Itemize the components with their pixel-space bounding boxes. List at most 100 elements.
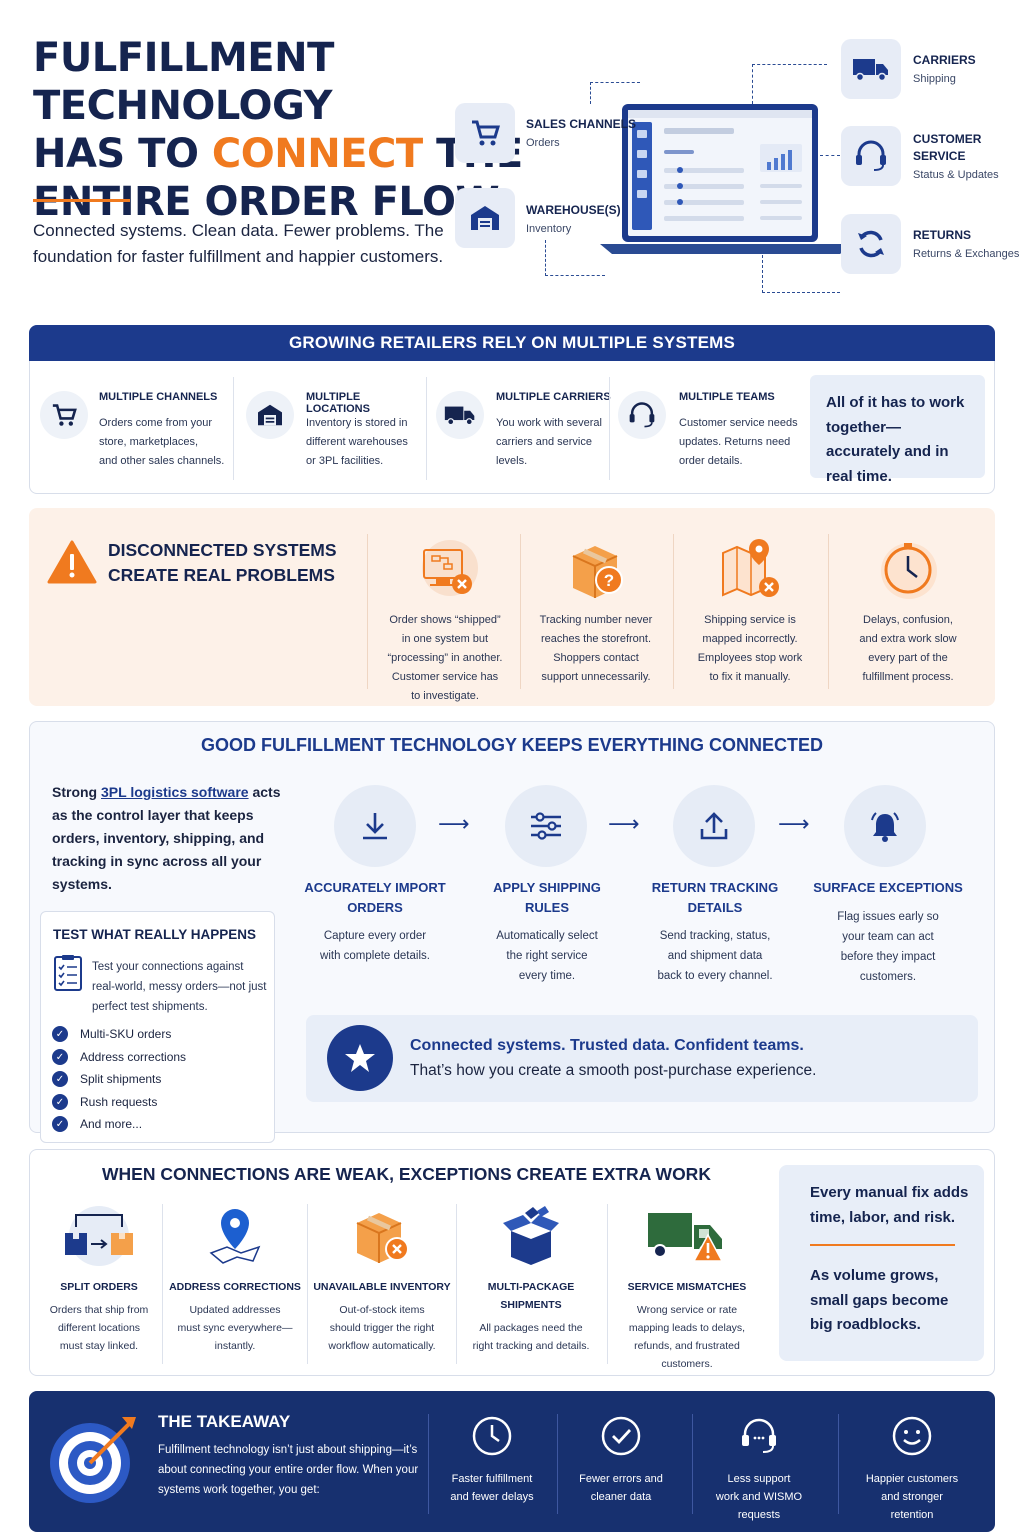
box-question-icon: ? bbox=[572, 546, 623, 598]
customer-service-sub: Status & Updates bbox=[913, 169, 999, 181]
takeaway-item: Fewer errors and cleaner data bbox=[557, 1414, 685, 1506]
check-item: ✓Rush requests bbox=[52, 1092, 252, 1112]
problem-text: Tracking number never bbox=[539, 614, 653, 626]
exception-text: mapping leads to delays, bbox=[628, 1322, 746, 1334]
problems-section bbox=[29, 508, 995, 706]
check-item: ✓And more... bbox=[52, 1114, 252, 1134]
step-text: your team can act bbox=[842, 931, 934, 943]
exception-title: UNAVAILABLE INVENTORY bbox=[313, 1281, 451, 1293]
star-icon bbox=[327, 1025, 393, 1091]
step-title: ACCURATELY IMPORT bbox=[304, 880, 446, 895]
exception-item: UNAVAILABLE INVENTORY Out-of-stock items… bbox=[312, 1202, 452, 1355]
divider bbox=[233, 377, 234, 480]
exception-item: MULTI-PACKAGE SHIPMENTS All packages nee… bbox=[461, 1202, 601, 1355]
exceptions-section bbox=[29, 1149, 995, 1376]
takeaway-item-text: retention bbox=[890, 1509, 934, 1521]
step-text: Automatically select bbox=[496, 930, 598, 942]
problem-item: Order shows “shipped” in one system but … bbox=[370, 535, 520, 706]
step-title: DETAILS bbox=[687, 900, 743, 915]
takeaway-item-text: cleaner data bbox=[590, 1491, 652, 1503]
step-title: ORDERS bbox=[347, 900, 403, 915]
sliders-icon bbox=[531, 812, 561, 840]
systems-item-text: carriers and service bbox=[496, 436, 592, 448]
warning-icon bbox=[47, 540, 97, 589]
step-text: before they impact bbox=[840, 951, 936, 963]
3pl-software-link[interactable]: 3PL logistics software bbox=[101, 784, 249, 800]
systems-item-text: order details. bbox=[679, 455, 743, 467]
exception-item: SPLIT ORDERS Orders that ship from diffe… bbox=[29, 1202, 169, 1355]
problem-text: Shoppers contact bbox=[553, 652, 639, 664]
warehouse-icon bbox=[258, 404, 282, 426]
exception-text: Wrong service or rate bbox=[636, 1304, 738, 1316]
refresh-icon bbox=[858, 230, 884, 258]
divider bbox=[607, 1204, 608, 1364]
check-icon: ✓ bbox=[52, 1071, 68, 1087]
systems-item: MULTIPLE TEAMS Customer service needs up… bbox=[618, 377, 808, 483]
problem-text: to fix it manually. bbox=[709, 671, 791, 683]
warehouses-node bbox=[455, 188, 515, 248]
exception-title: SERVICE MISMATCHES bbox=[627, 1281, 747, 1293]
problem-text: mapped incorrectly. bbox=[702, 633, 798, 645]
connector-warehouse bbox=[545, 240, 605, 276]
target-icon bbox=[44, 1409, 144, 1514]
divider bbox=[673, 534, 674, 689]
bell-icon bbox=[871, 812, 899, 842]
step-title: SURFACE EXCEPTIONS bbox=[813, 880, 963, 895]
exception-title: MULTI-PACKAGE bbox=[487, 1281, 575, 1293]
problem-text: and extra work slow bbox=[859, 633, 957, 645]
sales-channels-node bbox=[455, 103, 515, 163]
divider bbox=[692, 1414, 693, 1514]
map-error-icon bbox=[722, 539, 779, 597]
connector-returns bbox=[762, 245, 840, 293]
takeaway-item: Faster fulfillment and fewer delays bbox=[428, 1414, 556, 1506]
sales-channels-label: SALES CHANNELS bbox=[526, 117, 637, 131]
arrow-right-icon: ⟶ bbox=[778, 811, 810, 836]
step-title: RETURN TRACKING bbox=[651, 880, 779, 895]
exception-title: SHIPMENTS bbox=[500, 1299, 562, 1311]
check-icon: ✓ bbox=[52, 1094, 68, 1110]
clock-icon bbox=[472, 1416, 512, 1456]
cart-icon bbox=[472, 120, 500, 146]
problem-item: Shipping service is mapped incorrectly. … bbox=[675, 535, 825, 687]
takeaway-item-text: work and WISMO bbox=[715, 1491, 803, 1503]
systems-item-text: and other sales channels. bbox=[99, 455, 225, 467]
check-item: ✓Split shipments bbox=[52, 1069, 252, 1089]
exceptions-callout-box bbox=[779, 1165, 984, 1361]
exception-text: Out-of-stock items bbox=[339, 1304, 425, 1316]
problem-text: Order shows “shipped” bbox=[389, 614, 501, 626]
systems-item-title: MULTIPLE CHANNELS bbox=[99, 391, 218, 403]
divider bbox=[367, 534, 368, 689]
takeaway-title: THE TAKEAWAY bbox=[158, 1412, 291, 1431]
step-text: customers. bbox=[859, 971, 917, 983]
problem-text: to investigate. bbox=[411, 690, 479, 702]
divider bbox=[456, 1204, 457, 1364]
hero-subtitle: Connected systems. Clean data. Fewer pro… bbox=[33, 221, 444, 266]
arrow-right-icon: ⟶ bbox=[438, 811, 470, 836]
open-box-icon bbox=[503, 1206, 559, 1265]
step-icon-circle bbox=[334, 785, 416, 867]
takeaway-item: Happier customers and stronger retention bbox=[848, 1414, 976, 1524]
step-text: back to every channel. bbox=[657, 970, 773, 982]
returns-node bbox=[841, 214, 901, 274]
check-icon: ✓ bbox=[52, 1049, 68, 1065]
exception-text: customers. bbox=[661, 1358, 713, 1370]
divider bbox=[307, 1204, 308, 1364]
step-text: and shipment data bbox=[667, 950, 763, 962]
headset-icon bbox=[856, 140, 886, 171]
callout-divider bbox=[810, 1244, 955, 1246]
divider bbox=[428, 1414, 429, 1514]
exception-text: workflow automatically. bbox=[328, 1340, 436, 1352]
returns-label: RETURNS bbox=[913, 228, 972, 242]
divider bbox=[609, 377, 610, 480]
clock-icon bbox=[881, 543, 937, 599]
check-icon: ✓ bbox=[52, 1116, 68, 1132]
exception-text: All packages need the bbox=[479, 1322, 583, 1334]
takeaway-text: Fulfillment technology isn’t just about … bbox=[158, 1444, 419, 1496]
connector-customer-service bbox=[820, 155, 840, 156]
exception-item: SERVICE MISMATCHES Wrong service or rate… bbox=[617, 1202, 757, 1373]
step-text: with complete details. bbox=[320, 950, 430, 962]
box-x-icon bbox=[356, 1213, 409, 1263]
exception-title: ADDRESS CORRECTIONS bbox=[169, 1281, 301, 1293]
systems-item-text: or 3PL facilities. bbox=[306, 455, 384, 467]
systems-item-text: You work with several bbox=[496, 417, 602, 429]
